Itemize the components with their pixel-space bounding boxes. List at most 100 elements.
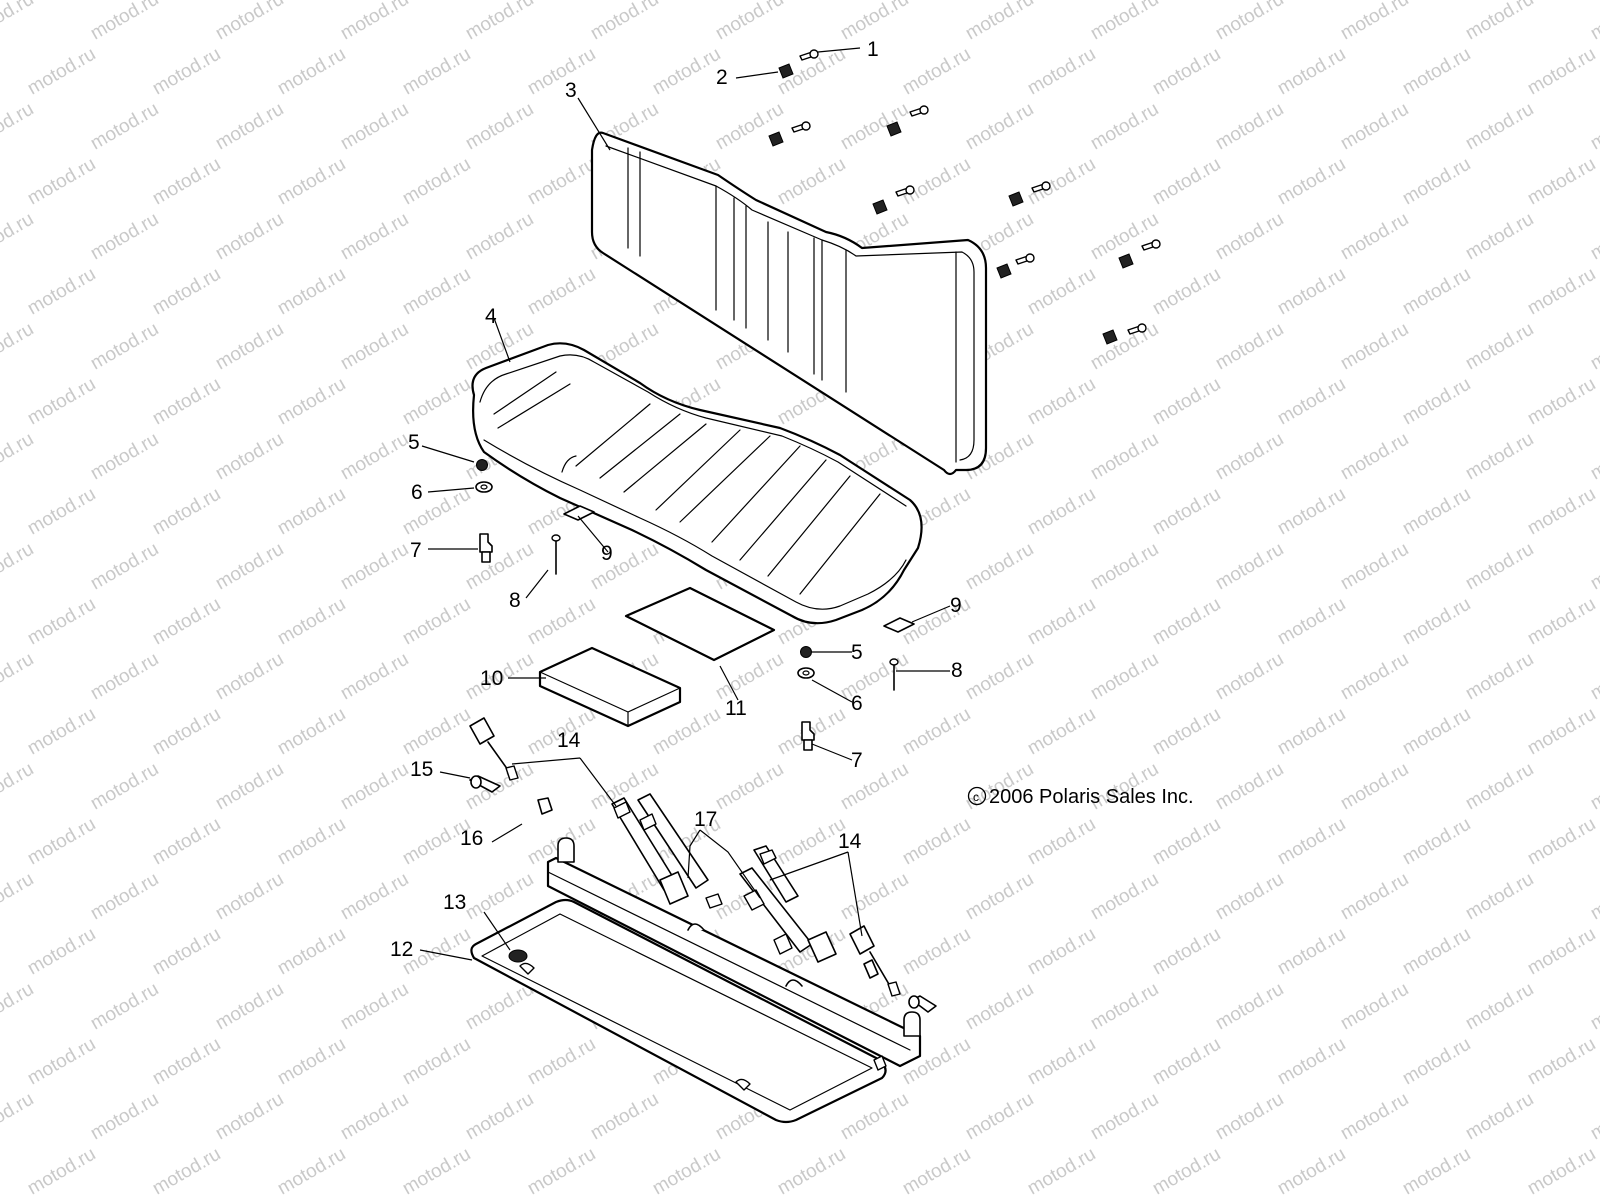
- watermark-text: motod.ru: [1462, 979, 1537, 1035]
- watermark-text: motod.ru: [1149, 264, 1224, 320]
- clip-nut-icon: [1008, 191, 1024, 207]
- watermark-text: motod.ru: [1399, 44, 1474, 100]
- callout-5-left: 5: [408, 431, 420, 454]
- watermark-text: motod.ru: [24, 594, 99, 650]
- callout-7-right: 7: [851, 749, 863, 772]
- watermark-text: motod.ru: [1274, 44, 1349, 100]
- watermark-text: motod.ru: [24, 924, 99, 980]
- watermark-text: motod.ru: [1337, 539, 1412, 595]
- watermark-text: motod.ru: [1587, 759, 1600, 815]
- watermark-text: motod.ru: [1399, 154, 1474, 210]
- callout-14-left: 14: [557, 729, 581, 752]
- watermark-text: motod.ru: [1149, 154, 1224, 210]
- watermark-text: motod.ru: [399, 1034, 474, 1090]
- callout-17: 17: [694, 808, 717, 831]
- watermark-text: motod.ru: [1024, 1144, 1099, 1200]
- watermark-text: motod.ru: [337, 209, 412, 265]
- seat-belts: [469, 717, 901, 997]
- watermark-text: motod.ru: [1587, 1089, 1600, 1145]
- watermark-text: motod.ru: [1337, 429, 1412, 485]
- watermark-text: motod.ru: [212, 319, 287, 375]
- watermark-text: motod.ru: [1524, 1034, 1599, 1090]
- watermark-text: motod.ru: [1212, 759, 1287, 815]
- watermark-text: motod.ru: [962, 0, 1037, 44]
- watermark-text: motod.ru: [712, 759, 787, 815]
- watermark-text: motod.ru: [337, 319, 412, 375]
- callout-16: 16: [460, 827, 483, 850]
- watermark-text: motod.ru: [1524, 44, 1599, 100]
- watermark-text: motod.ru: [337, 539, 412, 595]
- callout-labels: 1 2 3 4 5 6 7 8 9 9 5 8 10 11 6 7 14 15 …: [390, 38, 963, 961]
- watermark-text: motod.ru: [212, 539, 287, 595]
- watermark-text: motod.ru: [524, 154, 599, 210]
- watermark-text: motod.ru: [87, 869, 162, 925]
- seat-pad-10: [538, 646, 682, 728]
- watermark-text: motod.ru: [1212, 1089, 1287, 1145]
- watermark-text: motod.ru: [24, 484, 99, 540]
- watermark-text: motod.ru: [1274, 704, 1349, 760]
- watermark-text: motod.ru: [1087, 869, 1162, 925]
- watermark-text: motod.ru: [1337, 209, 1412, 265]
- watermark-text: motod.ru: [399, 594, 474, 650]
- hardware-right: [797, 617, 915, 751]
- watermark-text: motod.ru: [1337, 869, 1412, 925]
- watermark-text: motod.ru: [1587, 209, 1600, 265]
- clip-nut-icon: [872, 199, 888, 215]
- watermark-text: motod.ru: [0, 1089, 37, 1145]
- callout-6-right: 6: [851, 692, 863, 715]
- watermark-text: motod.ru: [0, 539, 37, 595]
- callout-12: 12: [390, 938, 413, 961]
- watermark-text: motod.ru: [1212, 429, 1287, 485]
- watermark-text: motod.ru: [24, 1144, 99, 1200]
- screw-head-icon: [905, 185, 915, 195]
- watermark-text: motod.ru: [1524, 814, 1599, 870]
- watermark-text: motod.ru: [899, 814, 974, 870]
- watermark-text: motod.ru: [1024, 484, 1099, 540]
- watermark-text: motod.ru: [1149, 814, 1224, 870]
- watermark-text: motod.ru: [1274, 1144, 1349, 1200]
- watermark-text: motod.ru: [0, 869, 37, 925]
- screw-head-icon: [809, 49, 819, 59]
- watermark-text: motod.ru: [899, 594, 974, 650]
- watermark-text: motod.ru: [274, 264, 349, 320]
- watermark-text: motod.ru: [24, 814, 99, 870]
- watermark-text: motod.ru: [87, 1089, 162, 1145]
- clip-nut-icon: [768, 131, 784, 147]
- clip-nut-icon: [996, 263, 1012, 279]
- watermark-text: motod.ru: [149, 924, 224, 980]
- watermark-text: motod.ru: [1274, 1034, 1349, 1090]
- watermark-text: motod.ru: [1587, 539, 1600, 595]
- watermark-text: motod.ru: [1337, 319, 1412, 375]
- callout-9-right: 9: [950, 594, 962, 617]
- watermark-text: motod.ru: [274, 924, 349, 980]
- screw-head-icon: [1041, 181, 1051, 191]
- watermark-text: motod.ru: [587, 539, 662, 595]
- clip-nut-icon: [778, 63, 794, 79]
- watermark-text: motod.ru: [212, 649, 287, 705]
- watermark-text: motod.ru: [149, 814, 224, 870]
- watermark-text: motod.ru: [524, 594, 599, 650]
- watermark-text: motod.ru: [212, 209, 287, 265]
- watermark-text: motod.ru: [1462, 429, 1537, 485]
- watermark-text: motod.ru: [87, 759, 162, 815]
- callout-9-left: 9: [601, 542, 613, 565]
- watermark-text: motod.ru: [24, 264, 99, 320]
- watermark-text: motod.ru: [1587, 0, 1600, 44]
- watermark-text: motod.ru: [1587, 429, 1600, 485]
- watermark-text: motod.ru: [274, 1144, 349, 1200]
- watermark-text: motod.ru: [1274, 484, 1349, 540]
- watermark-text: motod.ru: [337, 759, 412, 815]
- watermark-text: motod.ru: [274, 1034, 349, 1090]
- watermark-text: motod.ru: [87, 979, 162, 1035]
- watermark-text: motod.ru: [0, 649, 37, 705]
- callout-3: 3: [565, 79, 577, 102]
- watermark-text: motod.ru: [1024, 1034, 1099, 1090]
- watermark-text: motod.ru: [1149, 1144, 1224, 1200]
- watermark-text: motod.ru: [1087, 429, 1162, 485]
- watermark-text: motod.ru: [1274, 374, 1349, 430]
- watermark-text: motod.ru: [1524, 594, 1599, 650]
- watermark-text: motod.ru: [1399, 374, 1474, 430]
- callout-1: 1: [867, 38, 879, 61]
- watermark-text: motod.ru: [1274, 814, 1349, 870]
